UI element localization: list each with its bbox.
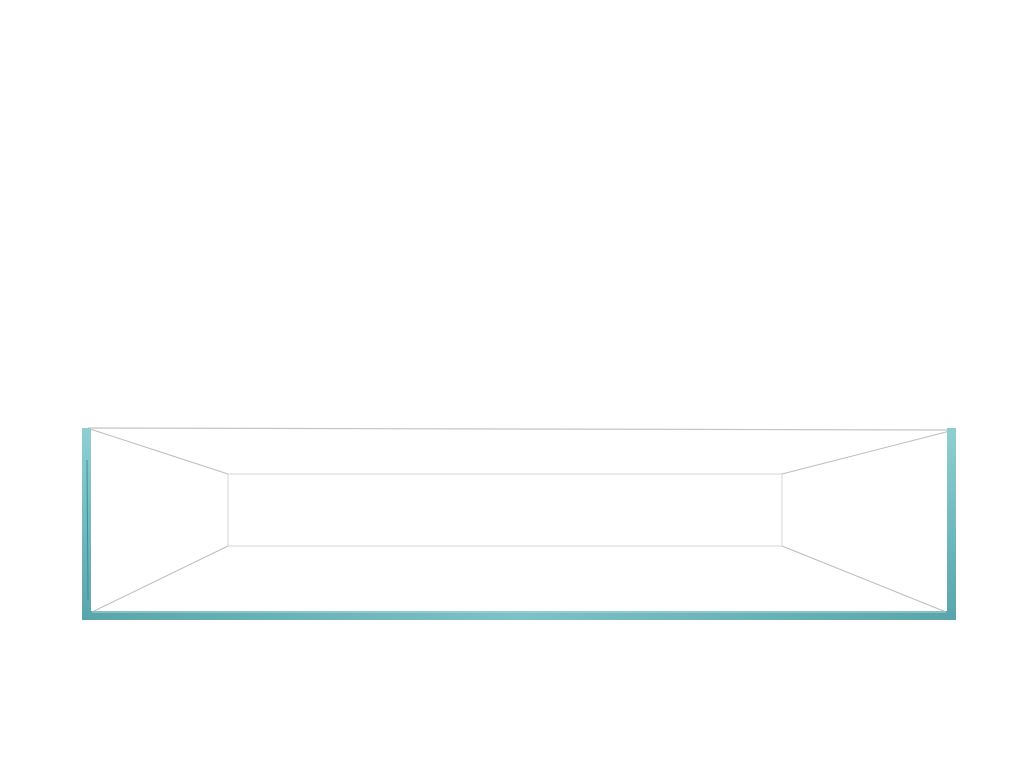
right-glass-edge [947, 428, 956, 620]
top-right-perspective-edge [781, 430, 951, 475]
bottom-left-perspective-edge [91, 545, 229, 613]
top-rim-line [87, 427, 953, 431]
left-glass-highlight [86, 459, 89, 601]
left-glass-edge [82, 428, 91, 620]
bottom-glass-edge [82, 611, 956, 620]
back-panel [227, 473, 783, 547]
bottom-right-perspective-edge [781, 545, 947, 613]
top-left-perspective-edge [89, 428, 229, 475]
